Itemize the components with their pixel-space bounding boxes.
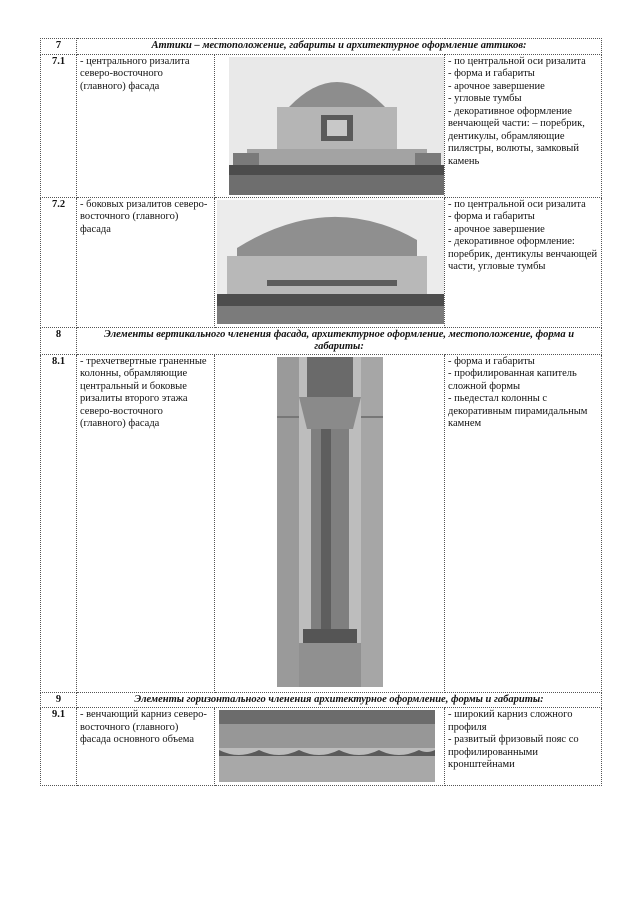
attic-side-photo-cell [214,196,445,328]
feature-item: - арочное завершение [448,223,545,235]
attic-side-photo [217,199,444,324]
attic-central-photo [229,56,444,195]
row-description: - боковых ризалитов северо-восточного (г… [76,196,215,328]
row-description: - венчающий карниз северо-восточного (гл… [76,707,215,786]
table-row: 7.1 - центрального ризалита северо-восто… [40,53,603,198]
cornice-photo [219,710,435,782]
row-description: - центрального ризалита северо-восточног… [76,53,215,198]
row-features: - по центральной оси ризалита - форма и … [443,196,603,328]
feature-item: - развитый фризовый пояс со профилирован… [448,734,579,770]
feature-list: - широкий карниз сложного профиля - разв… [448,709,598,772]
feature-item: - арочное завершение [448,80,545,92]
row-features: - по центральной оси ризалита - форма и … [443,53,603,198]
feature-item: - по центральной оси ризалита [448,55,586,67]
feature-list: - форма и габариты - профилированная кап… [448,356,598,431]
section-title: Аттики – местоположение, габариты и архи… [75,38,603,55]
section-header-row: 8 Элементы вертикального членения фасада… [40,326,603,355]
feature-item: - угловые тумбы [448,93,522,104]
feature-item: - форма и габариты [448,211,535,222]
feature-item: - форма и габариты [448,355,535,367]
feature-item: - по центральной оси ризалита [448,198,586,210]
section-number: 9 [40,691,77,708]
section-title: Элементы горизонтального членения архите… [75,691,603,708]
row-number: 9.1 [40,707,77,786]
column-photo-cell [214,353,445,693]
feature-item: - пьедестал колонны с декоративным пирам… [448,393,588,429]
section-header-row: 7 Аттики – местоположение, габариты и ар… [40,38,603,55]
section-number: 7 [40,38,77,55]
section-title: Элементы вертикального членения фасада, … [75,326,603,355]
row-number: 8.1 [40,353,77,693]
document-sheet: 7 Аттики – местоположение, габариты и ар… [40,38,603,786]
row-features: - широкий карниз сложного профиля - разв… [443,707,603,786]
section-number: 8 [40,326,77,355]
section-header-row: 9 Элементы горизонтального членения архи… [40,691,603,708]
feature-item: - широкий карниз сложного профиля [448,709,573,733]
cornice-photo-cell [214,707,445,786]
attic-central-photo-cell [214,53,445,198]
row-number: 7.2 [40,196,77,328]
feature-item: - декоративное оформление венчающей част… [448,105,585,167]
feature-item: - форма и габариты [448,68,535,79]
table-row: 8.1 - трехчетвертные граненные колонны, … [40,353,603,693]
table-row: 9.1 - венчающий карниз северо-восточного… [40,707,603,786]
feature-list: - по центральной оси ризалита - форма и … [448,56,598,169]
row-features: - форма и габариты - профилированная кап… [443,353,603,693]
row-description: - трехчетвертные граненные колонны, обра… [76,353,215,693]
table-row: 7.2 - боковых ризалитов северо-восточног… [40,196,603,328]
column-photo [277,356,383,687]
elements-table: 7 Аттики – местоположение, габариты и ар… [40,38,603,786]
row-number: 7.1 [40,53,77,198]
feature-list: - по центральной оси ризалита - форма и … [448,199,598,274]
feature-item: - декоративное оформление: поребрик, ден… [448,236,598,272]
feature-item: - профилированная капитель сложной формы [448,368,577,392]
